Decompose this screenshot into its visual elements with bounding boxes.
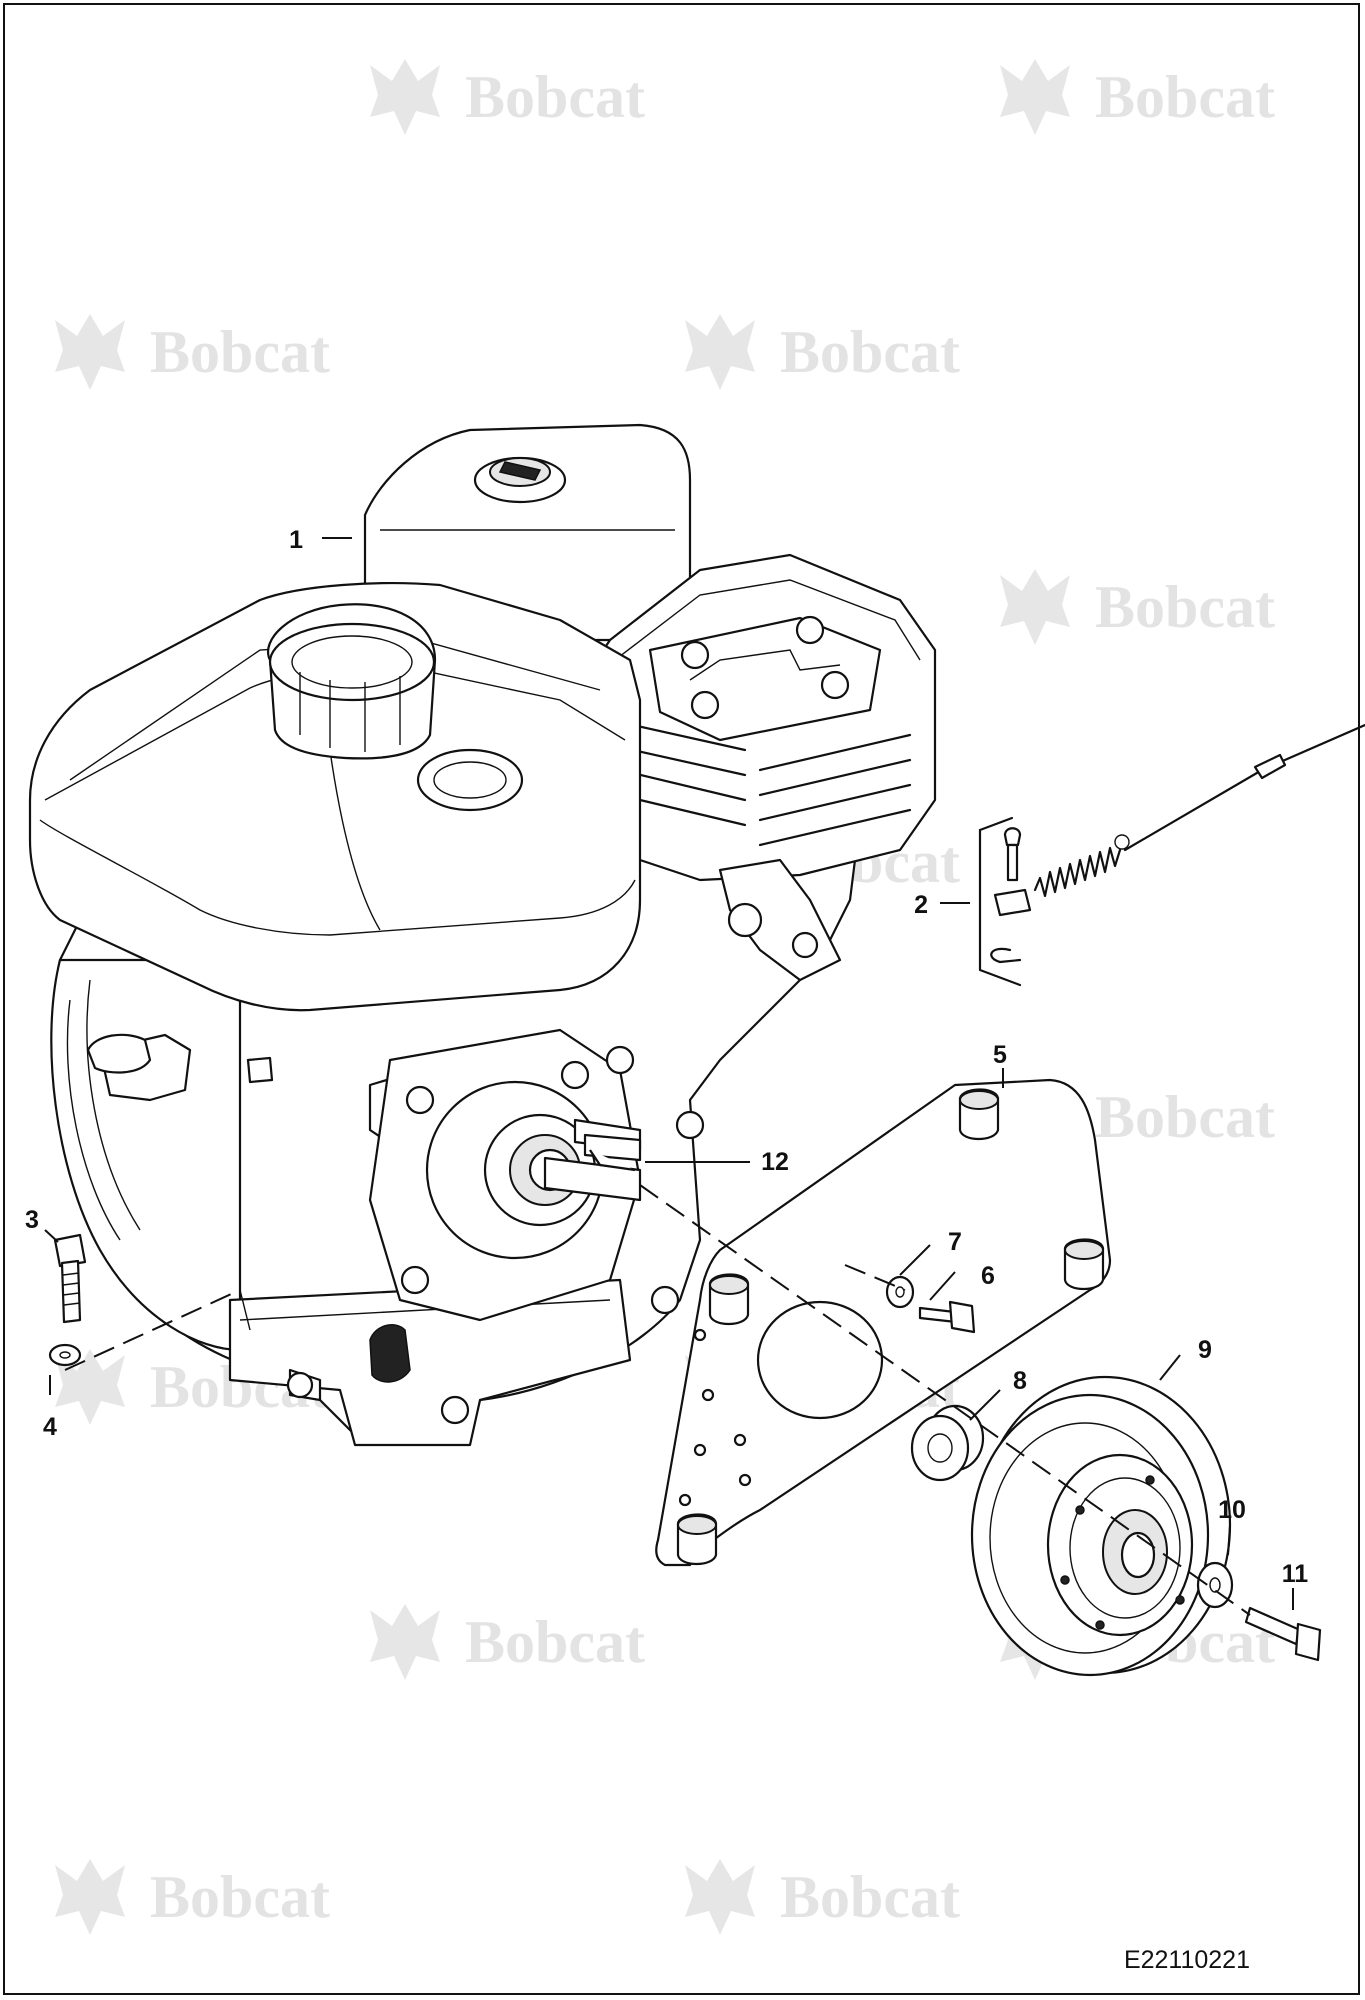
main-centerline: [639, 1184, 1251, 1616]
bobcat-logo-icon: [55, 314, 125, 390]
bobcat-watermark: Bobcat: [370, 1604, 645, 1680]
bobcat-watermark: Bobcat: [685, 1859, 960, 1935]
mounting-plate-part-5: [655, 1078, 1112, 1567]
bobcat-watermark: Bobcat: [685, 314, 960, 390]
bobcat-logo-icon: [685, 314, 755, 390]
watermark-brand-text: Bobcat: [150, 319, 330, 385]
callout-10: 10: [1218, 1496, 1246, 1524]
centerline-6-7: [844, 1264, 906, 1291]
callout-3: 3: [25, 1206, 39, 1234]
callout-9: 9: [1198, 1336, 1212, 1364]
key-part-12: [583, 1133, 642, 1172]
callout-11: 11: [1282, 1560, 1309, 1588]
watermark-brand-text: Bobcat: [1095, 64, 1275, 130]
watermark-brand-text: Bobcat: [150, 1864, 330, 1930]
bobcat-watermark: Bobcat: [1000, 59, 1275, 135]
bobcat-logo-icon: [685, 1859, 755, 1935]
centerline-3-4b: [239, 1289, 251, 1331]
bobcat-logo-icon: [370, 1604, 440, 1680]
engine-assembly: [28, 423, 937, 1447]
bobcat-watermark: Bobcat: [370, 59, 645, 135]
callout-7: 7: [948, 1228, 962, 1256]
bobcat-watermark: Bobcat: [1000, 569, 1275, 645]
callout-5: 5: [993, 1041, 1007, 1069]
callout-4: 4: [43, 1413, 57, 1441]
bobcat-watermark: Bobcat: [55, 1859, 330, 1935]
callout-6: 6: [981, 1262, 995, 1290]
leader-lines: [44, 537, 1294, 1610]
bolt-part-3: [53, 1233, 87, 1324]
washer-part-10: [1196, 1561, 1234, 1609]
watermark-brand-text: Bobcat: [465, 1609, 645, 1675]
diagram-frame: [3, 3, 1360, 1995]
clutch-pulley-part-9: [970, 1375, 1232, 1677]
bobcat-logo-icon: [1000, 569, 1070, 645]
callout-8: 8: [1013, 1367, 1027, 1395]
watermark-brand-text: Bobcat: [780, 319, 960, 385]
bobcat-watermark: Bobcat: [55, 314, 330, 390]
bobcat-logo-icon: [55, 1859, 125, 1935]
watermark-brand-text: Bobcat: [465, 64, 645, 130]
document-id: E22110221: [1124, 1946, 1250, 1974]
callout-12: 12: [761, 1148, 789, 1176]
washer-part-7: [885, 1275, 915, 1309]
bolt-part-11: [1244, 1606, 1322, 1662]
washer-part-4: [48, 1343, 82, 1367]
spring: [1033, 846, 1122, 898]
bobcat-logo-icon: [370, 59, 440, 135]
callout-1: 1: [289, 526, 303, 554]
throttle-cable-kit: [978, 723, 1365, 987]
watermark-brand-text: Bobcat: [1095, 574, 1275, 640]
bobcat-logo-icon: [55, 1349, 125, 1425]
bobcat-logo-icon: [1000, 59, 1070, 135]
watermark-brand-text: Bobcat: [780, 1864, 960, 1930]
watermark-brand-text: Bobcat: [1095, 1084, 1275, 1150]
centerline-3-4: [64, 1289, 241, 1371]
bushing-part-8: [910, 1404, 985, 1482]
bolt-part-6: [918, 1300, 976, 1334]
callout-2: 2: [914, 891, 928, 919]
